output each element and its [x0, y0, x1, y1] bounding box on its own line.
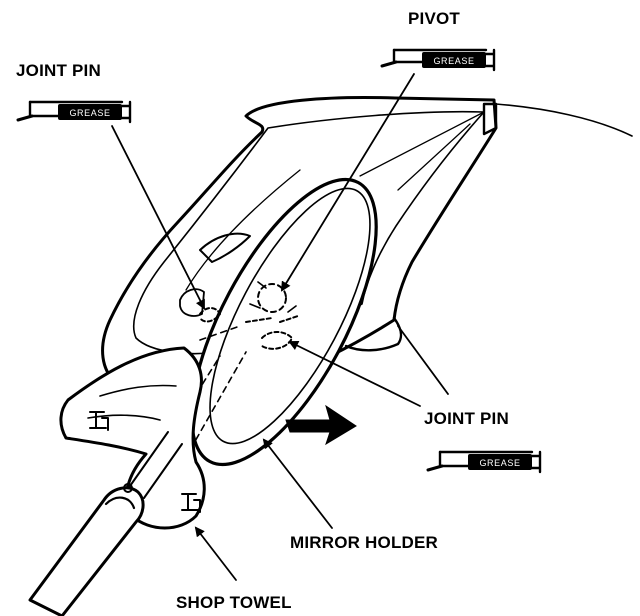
housing-leader — [397, 325, 449, 395]
grease-label: GREASE — [433, 56, 474, 66]
shop-towel — [59, 346, 206, 530]
towel-logo-icon — [181, 493, 201, 513]
label-joint-pin-left: JOINT PIN — [16, 61, 101, 80]
shop-towel-leader — [194, 526, 237, 581]
label-pivot: PIVOT — [408, 9, 460, 28]
grease-gun-icon: GREASE — [16, 100, 132, 124]
arrow-right-icon — [285, 404, 357, 446]
towel-logo-icon — [89, 411, 109, 431]
mirror-holder-leader — [262, 438, 333, 529]
joint-pin-right-leader — [288, 341, 421, 407]
label-joint-pin-right: JOINT PIN — [424, 409, 509, 428]
label-shop-towel: SHOP TOWEL — [176, 593, 292, 612]
label-mirror-holder: MIRROR HOLDER — [290, 533, 438, 552]
grease-gun-icon: GREASE — [426, 450, 542, 474]
joint-pin-right-point — [261, 331, 293, 350]
joint-pin-left-point — [199, 307, 221, 323]
grease-gun-icon: GREASE — [380, 48, 496, 72]
grease-label: GREASE — [69, 108, 110, 118]
grease-label: GREASE — [479, 458, 520, 468]
joint-pin-left-leader — [111, 125, 205, 310]
pivot-leader — [280, 73, 415, 292]
pivot-point — [257, 283, 287, 313]
screwdriver — [28, 431, 183, 616]
